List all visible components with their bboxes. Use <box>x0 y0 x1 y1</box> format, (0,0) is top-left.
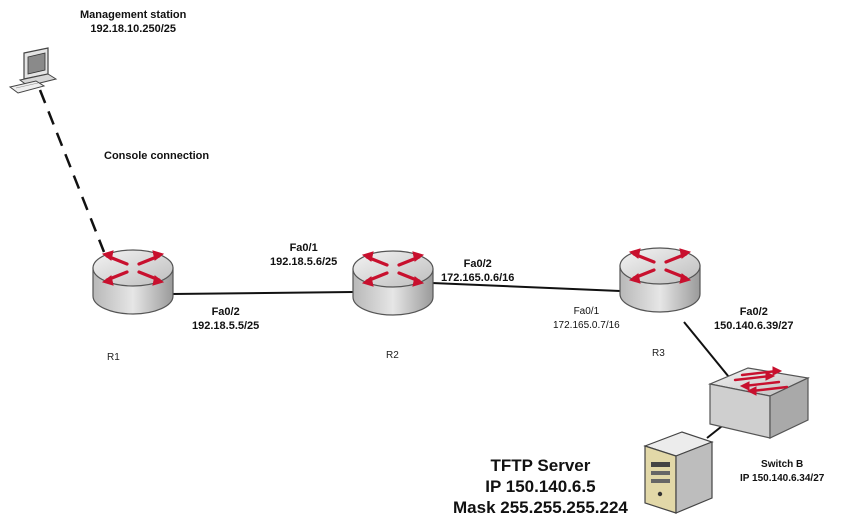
tftp-server-icon <box>643 431 714 514</box>
tftp-server-mask: Mask 255.255.255.224 <box>453 498 628 517</box>
r2-fa02-name: Fa0/2 <box>463 258 492 270</box>
r3-fa01-ip: 172.165.0.7/16 <box>553 320 620 331</box>
r3-fa02-ip: 150.140.6.39/27 <box>714 320 794 332</box>
router-r3-name: R3 <box>652 348 665 359</box>
management-station-ip: 192.18.10.250/25 <box>90 23 176 35</box>
link-r2-r3 <box>431 282 621 292</box>
r2-fa01-label: Fa0/1 192.18.5.6/25 <box>270 241 337 269</box>
link-r3-switch <box>683 321 734 383</box>
r1-fa02-label: Fa0/2 192.18.5.5/25 <box>192 305 259 333</box>
r2-fa01-ip: 192.18.5.6/25 <box>270 256 338 268</box>
r3-fa02-label: Fa0/2 150.140.6.39/27 <box>714 305 794 333</box>
tftp-server-ip: IP 150.140.6.5 <box>485 477 596 496</box>
r3-fa02-name: Fa0/2 <box>739 306 768 318</box>
r2-fa02-label: Fa0/2 172.165.0.6/16 <box>441 257 514 285</box>
switch-b-icon <box>707 366 810 439</box>
switch-b-label: Switch B IP 150.140.6.34/27 <box>740 458 824 486</box>
router-r3-icon <box>618 246 702 314</box>
router-r1-icon <box>91 248 175 316</box>
management-station-label: Management station 192.18.10.250/25 <box>80 8 186 36</box>
tftp-server-title: TFTP Server <box>490 456 591 475</box>
router-r2-name: R2 <box>386 350 399 361</box>
console-connection-line <box>38 89 106 253</box>
switch-b-name: Switch B <box>761 459 804 470</box>
switch-b-ip: IP 150.140.6.34/27 <box>740 473 825 484</box>
r2-fa01-name: Fa0/1 <box>289 242 318 254</box>
console-connection-label: Console connection <box>104 150 210 162</box>
r3-fa01-label: Fa0/1 172.165.0.7/16 <box>553 305 620 333</box>
management-station-icon <box>8 47 58 94</box>
management-station-title: Management station <box>80 9 187 21</box>
r1-fa02-ip: 192.18.5.5/25 <box>192 320 260 332</box>
r1-fa02-name: Fa0/2 <box>211 306 240 318</box>
router-r2-icon <box>351 249 435 317</box>
router-r1-name: R1 <box>107 352 120 363</box>
link-r1-r2 <box>171 291 354 295</box>
r2-fa02-ip: 172.165.0.6/16 <box>441 272 515 284</box>
r3-fa01-name: Fa0/1 <box>573 306 600 317</box>
tftp-server-label: TFTP Server IP 150.140.6.5 Mask 255.255.… <box>453 455 628 518</box>
